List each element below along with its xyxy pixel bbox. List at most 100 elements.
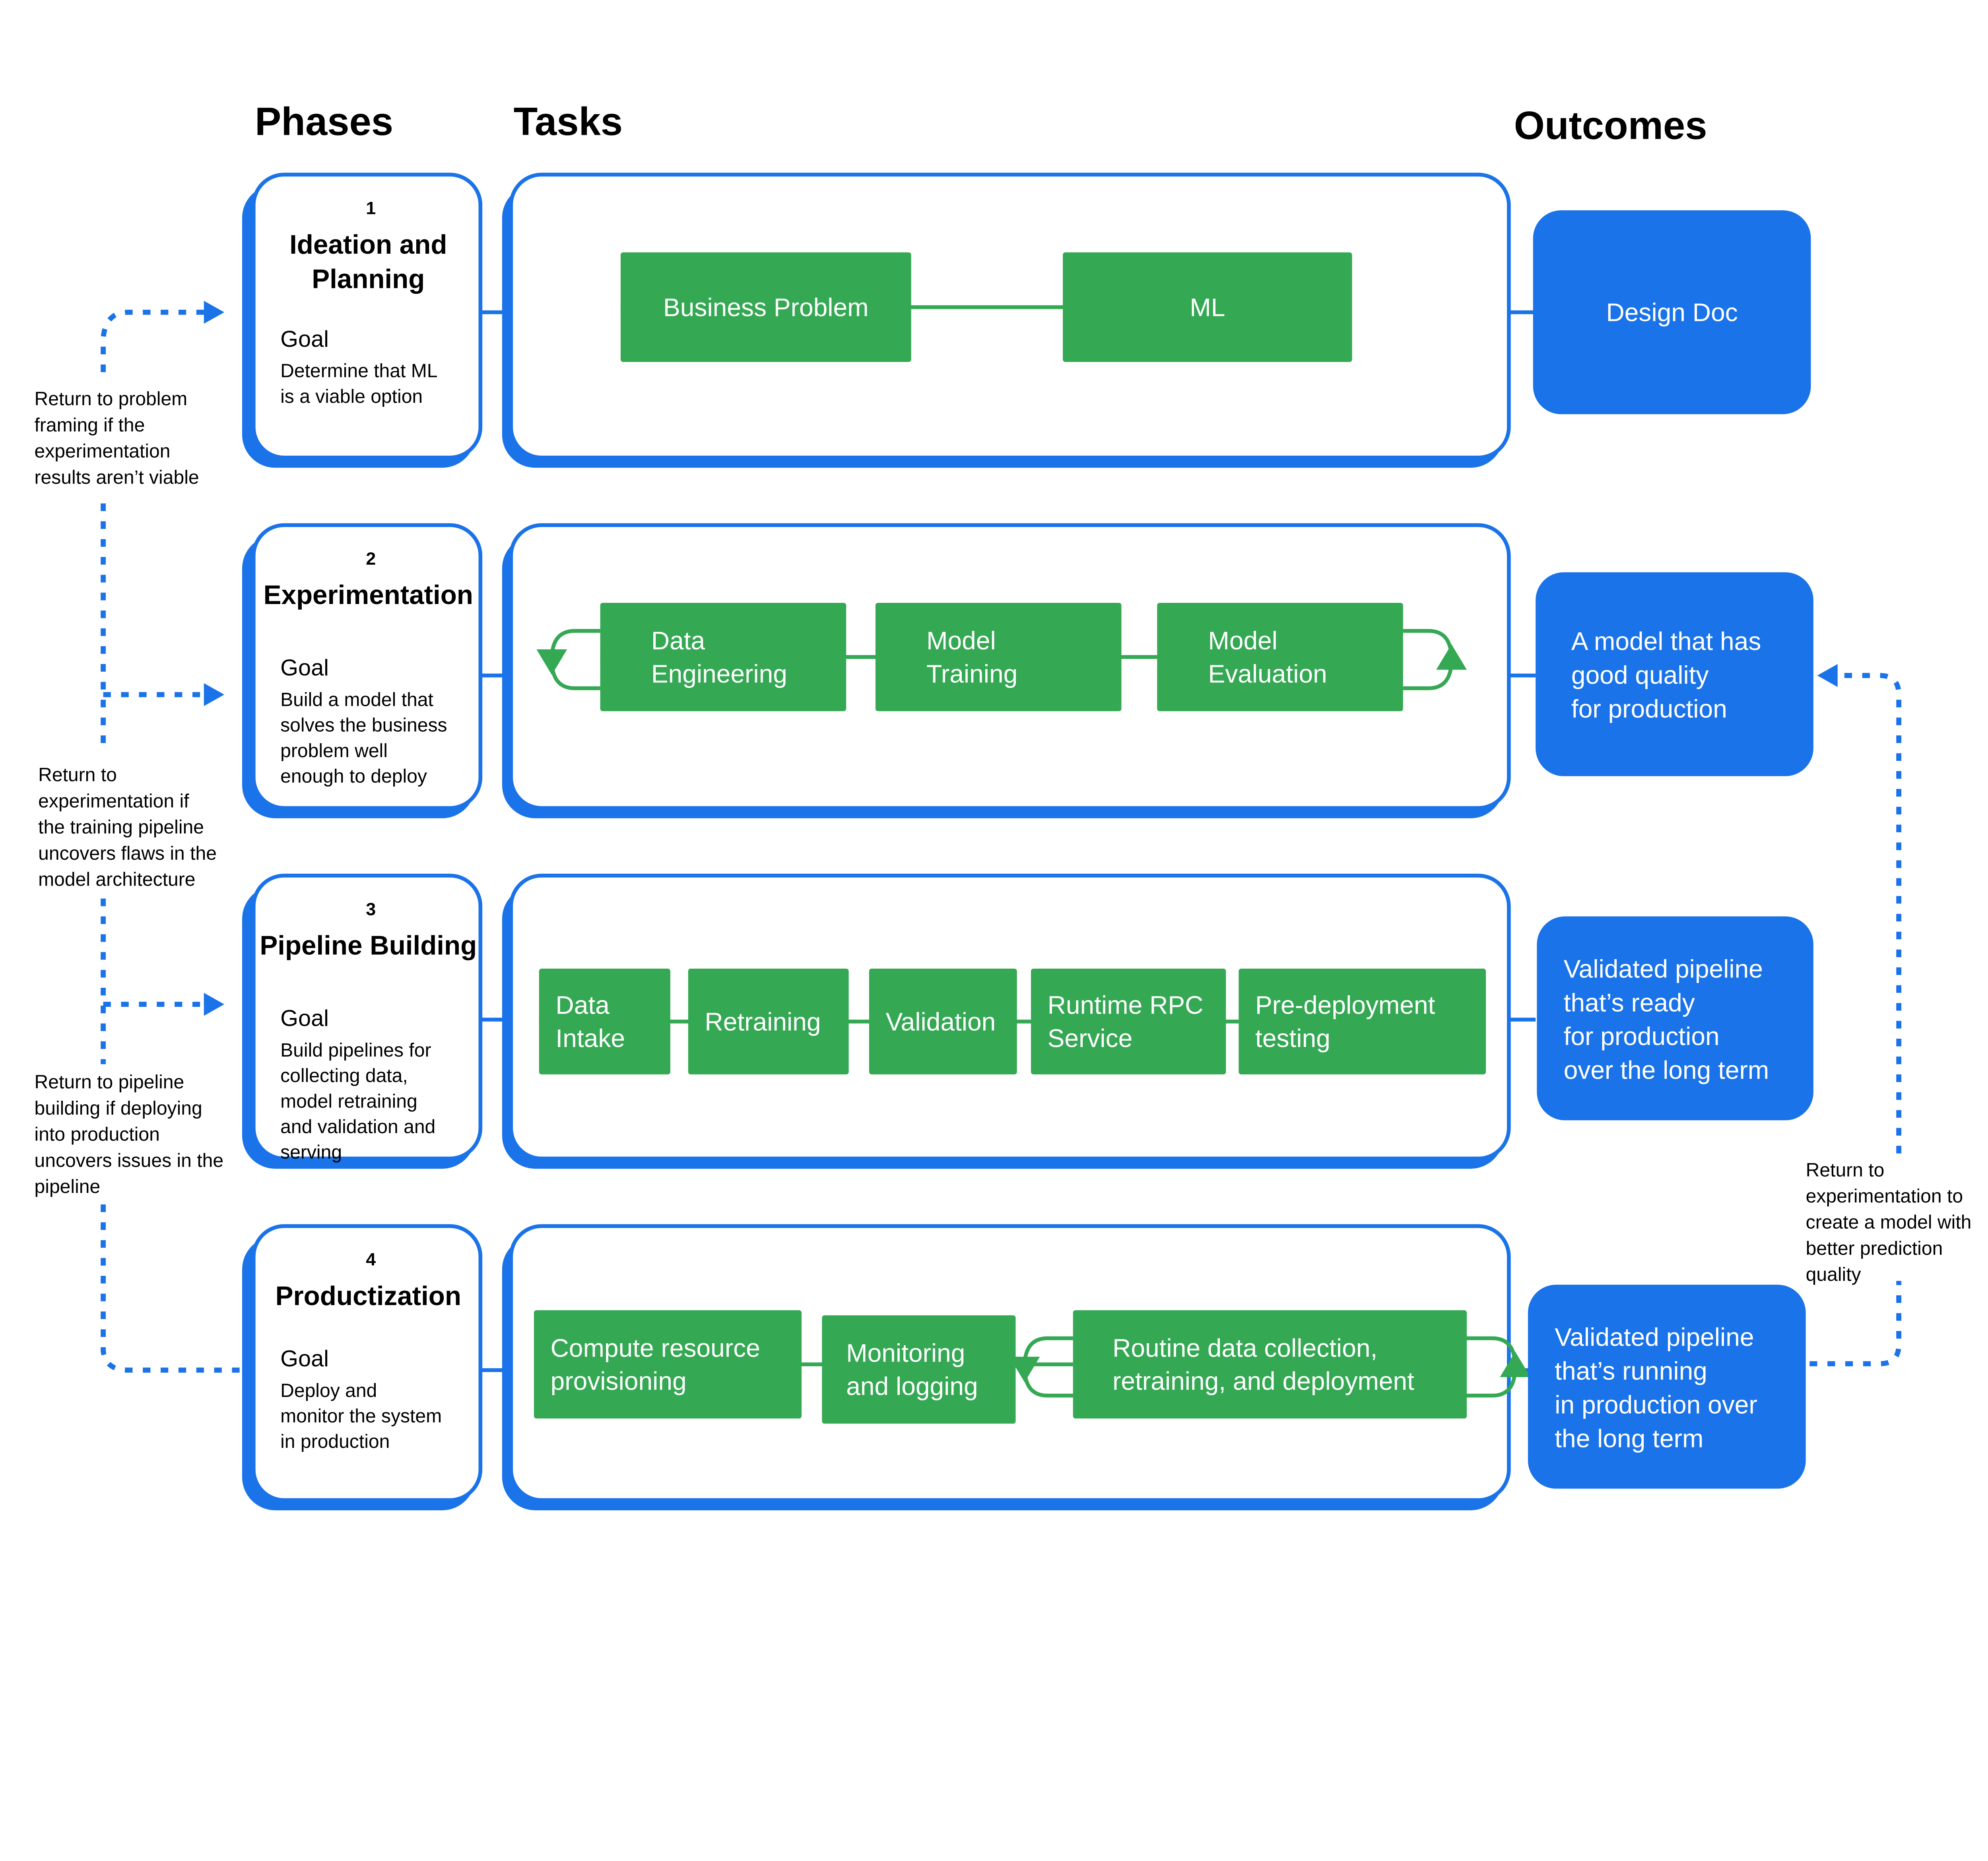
task-label-line: provisioning	[551, 1367, 687, 1395]
note-return-pipeline-line: pipeline	[35, 1176, 101, 1197]
note-return-pipeline-line: uncovers issues in the	[35, 1150, 224, 1171]
arrowhead-icon	[204, 301, 225, 324]
phase-title-line: Ideation and	[289, 230, 447, 260]
task-box	[875, 603, 1122, 711]
task-box	[688, 968, 849, 1074]
tasks-panel	[509, 173, 1511, 460]
outcomes-header: Outcomes	[1514, 103, 1707, 148]
goal-label: Goal	[280, 1346, 329, 1371]
note-return-experimentation-line: model architecture	[38, 869, 195, 890]
task-label: Retraining	[705, 1007, 821, 1036]
task-label-line: Training	[926, 659, 1017, 688]
goal-text-line: model retraining	[280, 1090, 417, 1112]
arrow-up-icon	[1436, 644, 1467, 670]
task-label-line: Data	[651, 626, 705, 655]
outcome-text-line: Design Doc	[1606, 298, 1738, 327]
phase-title: Pipeline Building	[260, 931, 477, 961]
goal-text-line: Build a model that	[280, 689, 433, 711]
task-box	[1063, 252, 1352, 362]
note-return-pipeline-line: building if deploying	[35, 1098, 202, 1119]
task-label-line: Model	[926, 626, 996, 655]
outcome-text: Design Doc	[1606, 298, 1738, 327]
phase-number: 3	[366, 899, 376, 919]
task-box	[822, 1315, 1016, 1424]
return-model-arrow	[1809, 673, 1902, 1366]
task-label-line: Validation	[886, 1007, 996, 1036]
outcome-text-line: for production	[1564, 1022, 1720, 1051]
phase-number: 1	[366, 198, 376, 218]
task-label: ML	[1190, 293, 1225, 322]
arrow-down-icon	[536, 649, 567, 675]
outcome-text-line: that’s ready	[1564, 988, 1695, 1017]
task-box	[869, 968, 1017, 1074]
task-label-line: ML	[1190, 293, 1225, 322]
task-label-line: Data	[555, 991, 610, 1020]
phase-title-line: Experimentation	[264, 580, 473, 610]
task-box	[1031, 968, 1226, 1074]
task-label-line: retraining, and deployment	[1112, 1367, 1414, 1395]
task-label: Validation	[886, 1007, 996, 1036]
task-label: Monitoring and logging	[846, 1339, 978, 1401]
outcome-card	[1537, 916, 1813, 1121]
arrowhead-icon	[204, 683, 225, 706]
arrowhead-icon	[204, 993, 225, 1016]
goal-text-line: in production	[280, 1431, 390, 1452]
task-label-line: Engineering	[651, 659, 787, 688]
task-label-line: testing	[1255, 1024, 1330, 1053]
task-label-line: Service	[1048, 1024, 1133, 1053]
return-pipeline-arrow	[101, 898, 204, 1065]
arrowhead-icon	[1817, 664, 1838, 687]
task-label-line: Retraining	[705, 1007, 821, 1036]
task-label-line: Model	[1208, 626, 1277, 655]
goal-text-line: Deploy and	[280, 1380, 377, 1401]
note-return-model-line: create a model with	[1806, 1212, 1972, 1233]
task-label-line: Pre-deployment	[1255, 991, 1435, 1020]
note-return-experimentation-line: experimentation if	[38, 790, 189, 812]
goal-label: Goal	[280, 1006, 329, 1031]
outcome-card	[1528, 1284, 1806, 1489]
outcome-text-line: for production	[1571, 694, 1727, 723]
note-return-problem-line: framing if the	[35, 414, 145, 436]
arrow-down-icon	[1009, 1356, 1040, 1382]
goal-text-line: serving	[280, 1141, 342, 1163]
task-label-line: and logging	[846, 1372, 978, 1401]
phase-title-line: Planning	[312, 264, 425, 294]
outcome-text-line: the long term	[1555, 1424, 1703, 1453]
task-label-line: Evaluation	[1208, 659, 1327, 688]
productization-feedback-line	[101, 1204, 240, 1373]
task-label-line: Intake	[555, 1024, 625, 1053]
note-return-model-line: Return to	[1806, 1159, 1885, 1181]
note-return-experimentation-line: the training pipeline	[38, 816, 204, 838]
task-label: Pre-deployment testing	[1255, 991, 1435, 1053]
note-return-experimentation-line: Return to	[38, 764, 117, 786]
goal-text-line: problem well	[280, 740, 388, 761]
outcome-card	[1536, 572, 1813, 776]
phase-title: Experimentation	[264, 580, 473, 610]
task-box	[1073, 1310, 1467, 1419]
goal-text-line: is a viable option	[280, 386, 423, 407]
arrow-up-icon	[1500, 1352, 1531, 1377]
phase-card	[252, 173, 483, 460]
note-return-problem-line: results aren’t viable	[35, 466, 199, 488]
task-label-line: Monitoring	[846, 1339, 965, 1368]
note-return-experimentation-line: uncovers flaws in the	[38, 843, 217, 864]
note-return-pipeline-line: Return to pipeline	[35, 1071, 184, 1093]
